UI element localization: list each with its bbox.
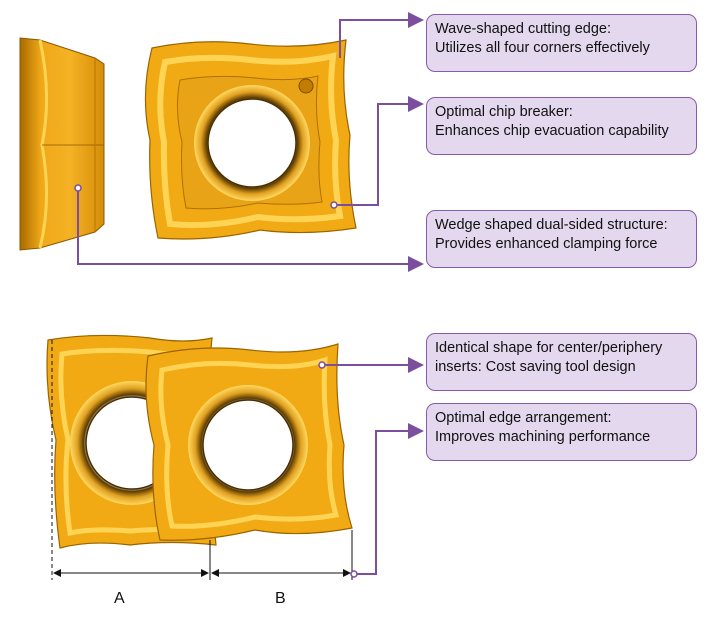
callout-line: Improves machining performance bbox=[435, 429, 651, 445]
callout-line: Optimal edge arrangement: bbox=[435, 410, 612, 426]
insert-top-view bbox=[144, 39, 357, 240]
callout-line: inserts: Cost saving tool design bbox=[435, 359, 636, 375]
callout-wedge-structure: Wedge shaped dual-sided structure: Provi… bbox=[426, 210, 697, 268]
insert-side-view bbox=[19, 37, 105, 251]
callout-identical-shape: Identical shape for center/periphery ins… bbox=[426, 333, 697, 391]
callout-line: Provides enhanced clamping force bbox=[435, 236, 658, 252]
callout-line: Enhances chip evacuation capability bbox=[435, 123, 669, 139]
callout-line: Wedge shaped dual-sided structure: bbox=[435, 217, 668, 233]
insert-pair-view bbox=[46, 334, 353, 549]
callout-wave-edge: Wave-shaped cutting edge: Utilizes all f… bbox=[426, 14, 697, 72]
callout-line: Identical shape for center/periphery bbox=[435, 340, 663, 356]
dimension-lines bbox=[51, 340, 353, 580]
leader-points bbox=[74, 184, 358, 578]
dimension-label-a: A bbox=[114, 590, 125, 607]
callout-edge-arrangement: Optimal edge arrangement: Improves machi… bbox=[426, 403, 697, 461]
callout-line: Wave-shaped cutting edge: bbox=[435, 21, 611, 37]
callout-chip-breaker: Optimal chip breaker: Enhances chip evac… bbox=[426, 97, 697, 155]
callout-line: Utilizes all four corners effectively bbox=[435, 40, 650, 56]
leader-lines bbox=[77, 12, 424, 575]
dimension-label-b: B bbox=[275, 590, 286, 607]
callout-line: Optimal chip breaker: bbox=[435, 104, 573, 120]
